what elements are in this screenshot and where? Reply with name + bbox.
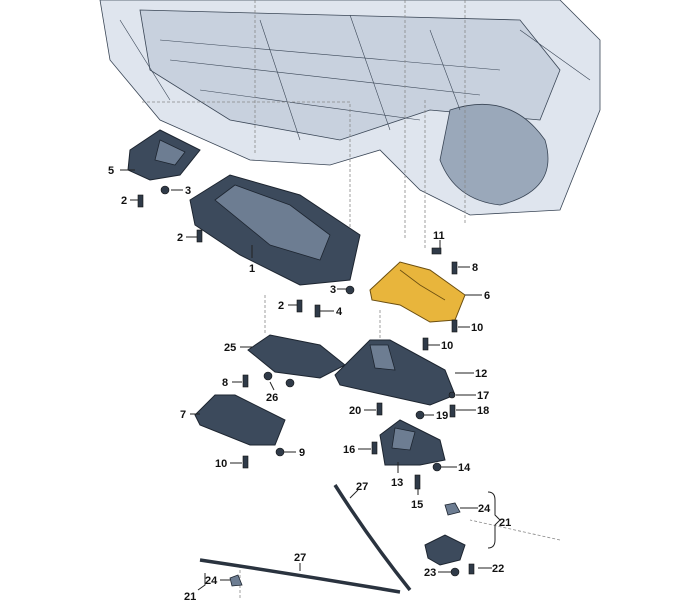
- callout-labels: 5 3 2 2 1 11 8 3 2 4 6 10 10 25 12 8 26 …: [108, 165, 511, 600]
- callout-14[interactable]: 14: [458, 462, 471, 474]
- callout-24[interactable]: 24: [205, 575, 218, 587]
- part-27-seal: [199, 484, 412, 594]
- callout-5[interactable]: 5: [108, 165, 114, 177]
- callout-11[interactable]: 11: [433, 230, 445, 242]
- callout-10[interactable]: 10: [441, 340, 453, 352]
- leader-lines: [120, 169, 501, 591]
- callout-2[interactable]: 2: [278, 300, 284, 312]
- callout-7[interactable]: 7: [180, 409, 186, 421]
- callout-2[interactable]: 2: [177, 232, 183, 244]
- vehicle-underbody: [99, 0, 601, 216]
- callout-27[interactable]: 27: [356, 481, 368, 493]
- callout-27[interactable]: 27: [294, 552, 306, 564]
- fasteners: [137, 185, 475, 577]
- callout-12[interactable]: 12: [475, 368, 487, 380]
- callout-17[interactable]: 17: [477, 390, 489, 402]
- part-5-bracket: [127, 129, 201, 181]
- part-25-panel: [247, 334, 346, 379]
- callout-22[interactable]: 22: [492, 563, 504, 575]
- part-7-panel: [194, 394, 286, 446]
- callout-20[interactable]: 20: [349, 405, 361, 417]
- callout-8[interactable]: 8: [472, 262, 478, 274]
- part-6-highlighted-panel[interactable]: [369, 261, 466, 323]
- part-1-underbody-panel: [189, 174, 361, 286]
- part-13-panel: [379, 419, 446, 466]
- part-12-panel: [334, 339, 456, 406]
- callout-3[interactable]: 3: [185, 185, 191, 197]
- callout-1[interactable]: 1: [249, 263, 255, 275]
- callout-13[interactable]: 13: [391, 477, 403, 489]
- callout-24[interactable]: 24: [478, 503, 491, 515]
- callout-9[interactable]: 9: [299, 447, 305, 459]
- callout-3[interactable]: 3: [330, 284, 336, 296]
- callout-4[interactable]: 4: [336, 306, 343, 318]
- callout-2[interactable]: 2: [121, 195, 127, 207]
- callout-21[interactable]: 21: [184, 591, 196, 600]
- callout-6[interactable]: 6: [484, 290, 490, 302]
- part-21-bracket: [229, 502, 466, 587]
- callout-19[interactable]: 19: [436, 410, 448, 422]
- callout-10[interactable]: 10: [215, 458, 227, 470]
- callout-18[interactable]: 18: [477, 405, 489, 417]
- callout-26[interactable]: 26: [266, 392, 278, 404]
- callout-23[interactable]: 23: [424, 567, 436, 579]
- guide-lines: [142, 0, 561, 600]
- callout-8[interactable]: 8: [222, 377, 228, 389]
- callout-10[interactable]: 10: [471, 322, 483, 334]
- callout-25[interactable]: 25: [224, 342, 236, 354]
- callout-16[interactable]: 16: [343, 444, 355, 456]
- callout-21[interactable]: 21: [499, 517, 511, 529]
- callout-15[interactable]: 15: [411, 499, 423, 511]
